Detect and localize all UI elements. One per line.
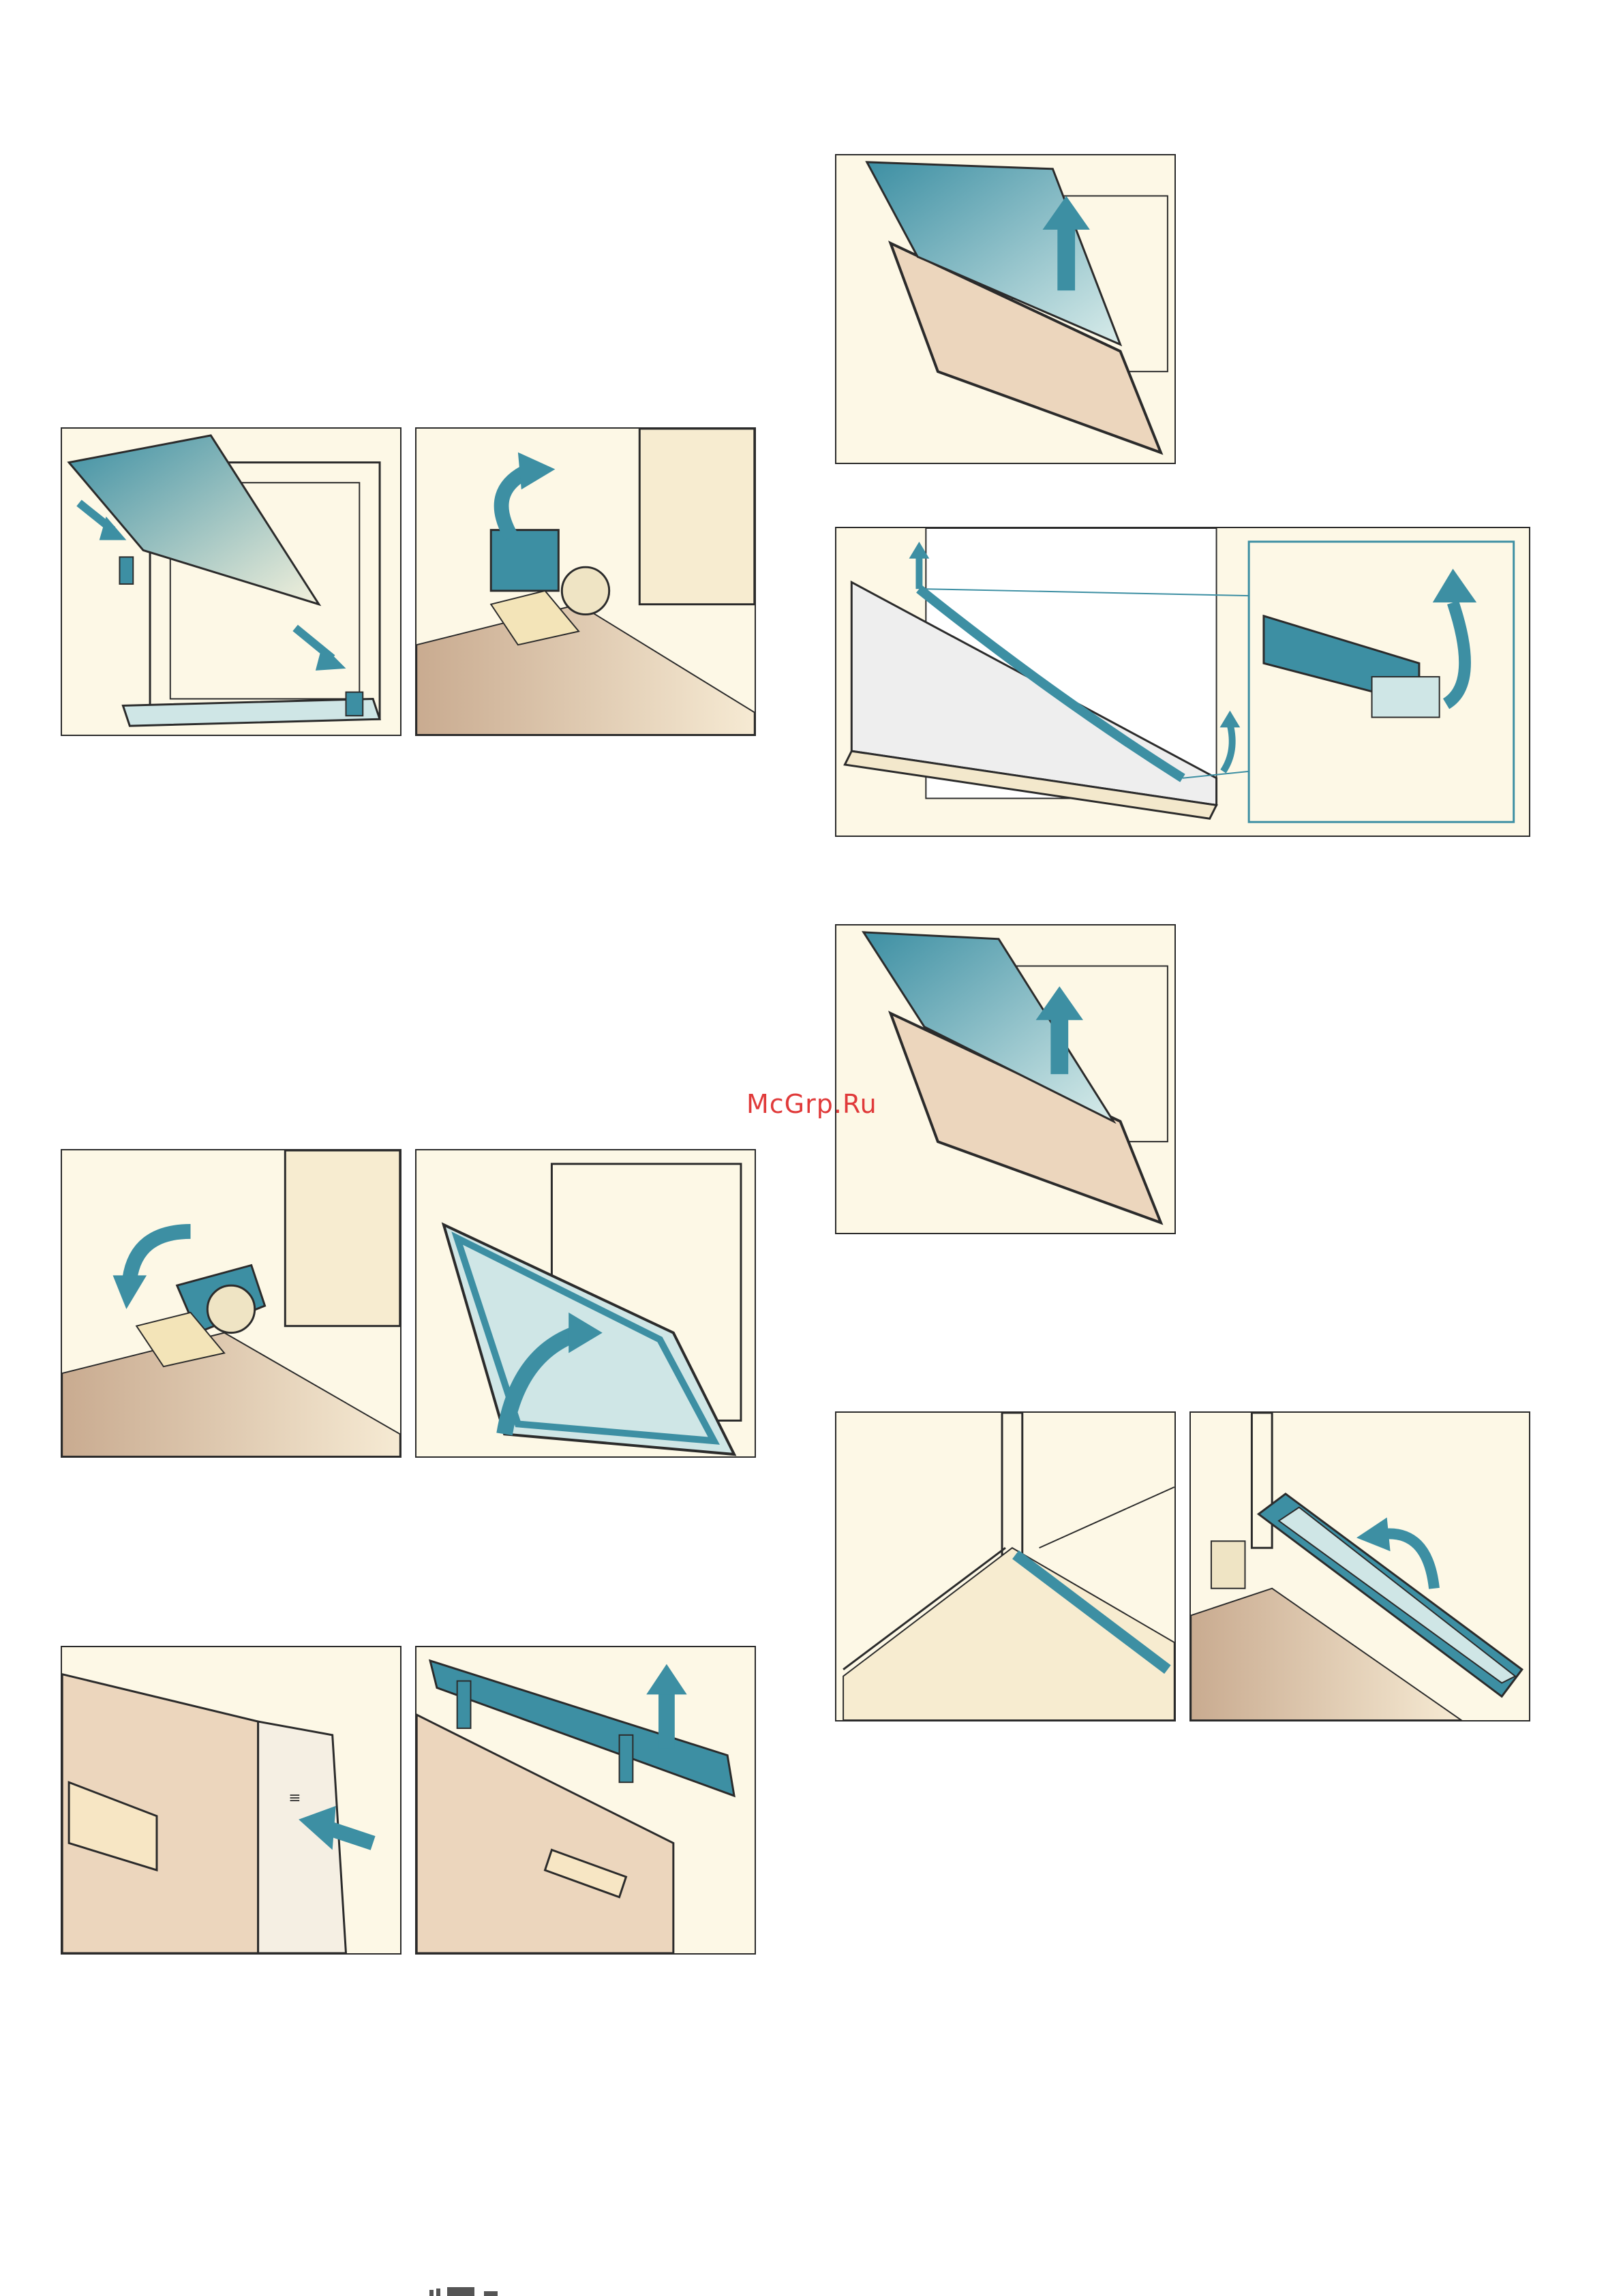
illustration-panel-3 [61, 1149, 401, 1458]
illustration-panel-11 [1189, 1411, 1530, 1721]
hinge-lever-lift-icon [416, 429, 755, 735]
illustration-panel-2 [415, 427, 756, 736]
glass-pane-remove-top-icon [836, 155, 1174, 463]
seal-detail-zoom-icon [836, 528, 1529, 836]
watermark-text: McGrp.Ru [746, 1089, 877, 1119]
door-side-press-icon: ≡ [62, 1647, 400, 1953]
glass-pane-lowered-hinges-icon [62, 429, 400, 735]
illustration-panel-1 [61, 427, 401, 736]
illustration-panel-8 [835, 527, 1530, 837]
hinge-lever-lower-icon [62, 1150, 400, 1456]
footer-crop-marks-icon [429, 2284, 511, 2296]
door-close-icon [416, 1150, 755, 1456]
door-trim-remove-icon [416, 1647, 755, 1953]
illustration-panel-7 [835, 154, 1176, 464]
illustration-panel-10 [835, 1411, 1176, 1721]
svg-text:≡: ≡ [288, 1790, 301, 1807]
illustration-panel-4 [415, 1149, 756, 1458]
glass-pane-remove-middle-icon [836, 925, 1174, 1233]
illustration-panel-6 [415, 1646, 756, 1955]
illustration-panel-9 [835, 924, 1176, 1234]
seal-clip-remove-icon [1191, 1413, 1529, 1720]
door-seal-corner-icon [836, 1413, 1174, 1720]
illustration-panel-5: ≡ [61, 1646, 401, 1955]
